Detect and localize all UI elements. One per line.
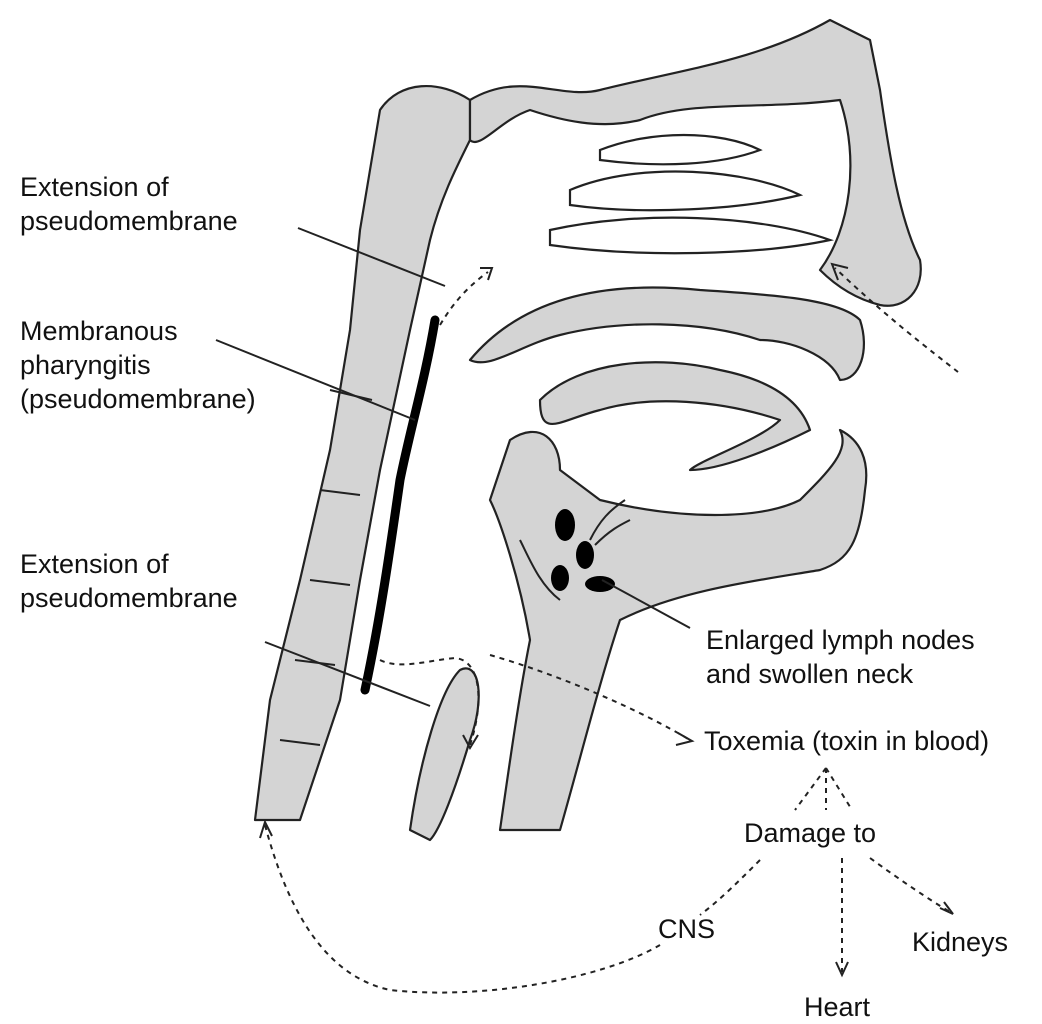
path-cns-to-spine xyxy=(265,825,660,993)
label-membranous-pharyngitis: Membranous pharyngitis (pseudomembrane) xyxy=(20,314,256,416)
nasal-concha-middle xyxy=(570,171,800,210)
arrow-extension-up xyxy=(480,268,492,280)
lymph-node xyxy=(576,541,594,569)
label-kidneys: Kidneys xyxy=(912,925,1008,959)
label-heart: Heart xyxy=(804,990,870,1024)
label-lymph-nodes: Enlarged lymph nodes and swollen neck xyxy=(706,623,975,691)
nasal-concha-upper xyxy=(600,135,760,164)
label-line: and swollen neck xyxy=(706,657,975,691)
label-line: (pseudomembrane) xyxy=(20,382,256,416)
label-line: Membranous xyxy=(20,314,256,348)
tongue xyxy=(540,362,810,470)
label-line: pseudomembrane xyxy=(20,204,238,238)
arrow-to-toxemia xyxy=(676,733,692,745)
label-cns: CNS xyxy=(658,912,715,946)
label-line: pseudomembrane xyxy=(20,581,238,615)
label-damage-to: Damage to xyxy=(744,816,876,850)
arrow-damage-to-kidneys xyxy=(940,902,953,914)
path-damage-to-cns xyxy=(700,860,760,915)
larynx xyxy=(410,668,479,840)
path-extension-up xyxy=(440,272,488,325)
label-line: Extension of xyxy=(20,547,238,581)
path-toxemia-to-damage xyxy=(795,768,852,810)
label-extension-top: Extension of pseudomembrane xyxy=(20,170,238,238)
lymph-node xyxy=(555,509,575,541)
label-line: pharyngitis xyxy=(20,348,256,382)
label-line: Extension of xyxy=(20,170,238,204)
path-damage-to-kidneys xyxy=(870,858,950,912)
label-line: Enlarged lymph nodes xyxy=(706,623,975,657)
label-extension-low: Extension of pseudomembrane xyxy=(20,547,238,615)
label-toxemia: Toxemia (toxin in blood) xyxy=(704,724,989,758)
lymph-node xyxy=(551,565,569,591)
nasal-concha-lower xyxy=(550,218,830,254)
